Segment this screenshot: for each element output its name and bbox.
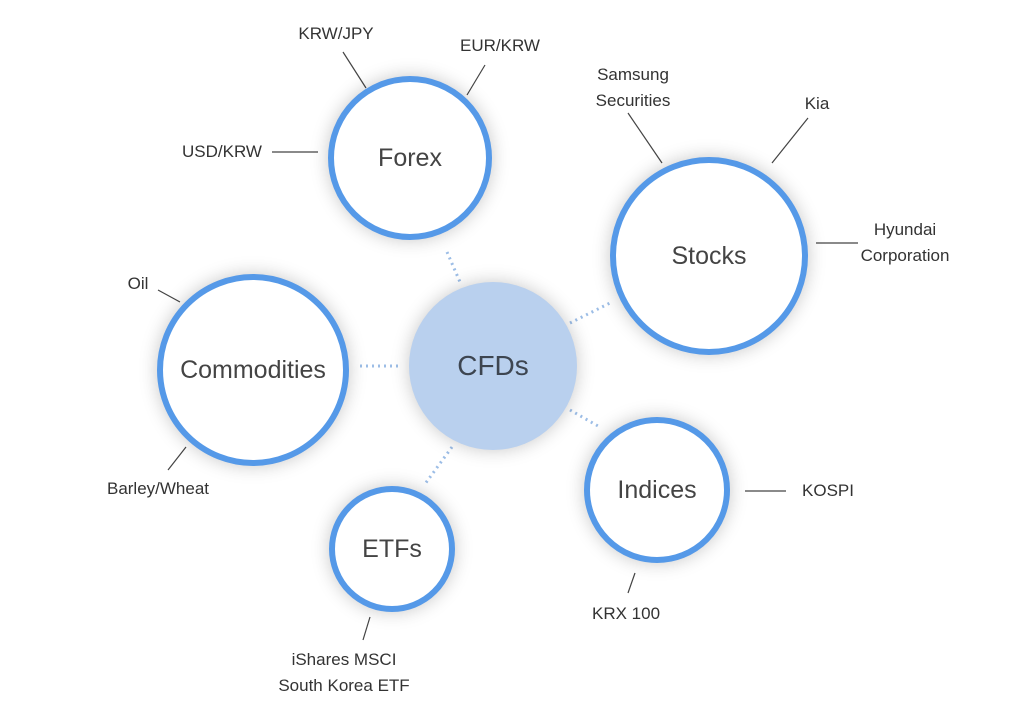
- item-label: iShares MSCI South Korea ETF: [278, 650, 410, 695]
- item-label: EUR/KRW: [460, 36, 540, 55]
- leader-eurkrw: [466, 64, 486, 96]
- node-indices: Indices: [584, 417, 730, 563]
- leader-ishares: [362, 616, 371, 641]
- node-label: Forex: [378, 143, 442, 172]
- leader-krx100: [627, 572, 636, 594]
- item-label: Samsung Securities: [595, 65, 671, 110]
- leader-samsung: [627, 112, 663, 164]
- center-label: CFDs: [457, 350, 529, 381]
- node-forex: Forex: [328, 76, 492, 240]
- item-label: USD/KRW: [182, 142, 262, 161]
- leader-krwjpy: [342, 51, 367, 89]
- item-label: KRW/JPY: [298, 24, 374, 43]
- item-label: Oil: [127, 274, 149, 293]
- leader-oil: [157, 289, 181, 303]
- connector-etfs: [423, 446, 454, 485]
- node-label: Commodities: [180, 355, 326, 384]
- item-label: Barley/Wheat: [106, 479, 210, 498]
- center-node-cfds: CFDs: [409, 282, 577, 450]
- leader-kia: [771, 117, 809, 164]
- connector-indices: [569, 408, 599, 428]
- item-label: Hyundai Corporation: [860, 220, 950, 265]
- leader-barley: [167, 446, 187, 471]
- item-label: KRX 100: [591, 604, 661, 623]
- node-stocks: Stocks: [610, 157, 808, 355]
- node-commodities: Commodities: [157, 274, 349, 466]
- node-label: ETFs: [362, 534, 422, 563]
- node-label: Stocks: [671, 241, 747, 270]
- node-etfs: ETFs: [329, 486, 455, 612]
- connector-stocks: [569, 300, 613, 325]
- item-label: Kia: [804, 94, 830, 113]
- item-label: KOSPI: [802, 481, 854, 500]
- connector-forex: [445, 251, 462, 283]
- node-label: Indices: [617, 475, 697, 504]
